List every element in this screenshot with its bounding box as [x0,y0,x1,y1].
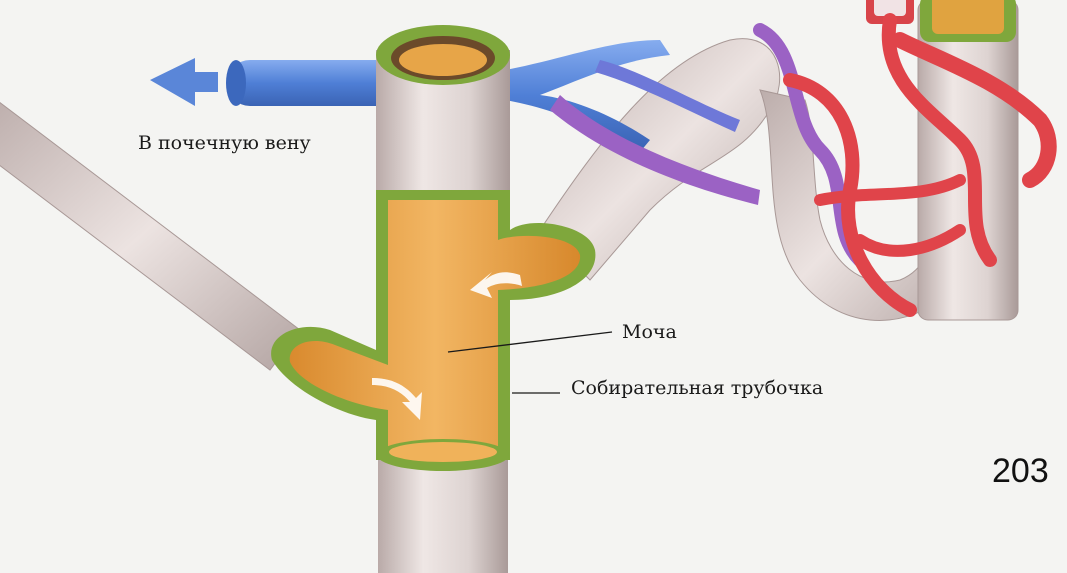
label-urine: Моча [622,321,677,343]
label-renal-vein: В почечную вену [138,132,311,154]
label-collecting-duct: Собирательная трубочка [571,377,823,399]
page-number: 203 [992,452,1049,491]
